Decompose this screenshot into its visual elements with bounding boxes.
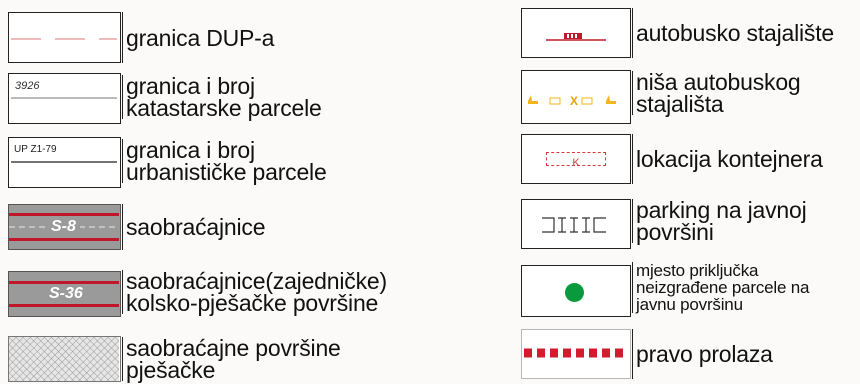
parcel-boundary-line	[11, 97, 117, 99]
legend-swatch-prikljucak	[521, 265, 631, 317]
pedestrian-hatch-pattern	[9, 337, 119, 381]
road-label: S-8	[47, 218, 80, 236]
legend-swatch-nisa-stajalista: X	[521, 70, 631, 124]
legend-swatch-katastarska-parcela: 3926	[8, 73, 121, 124]
legend-label-autobusko-stajaliste: autobusko stajalište	[632, 8, 834, 58]
green-dot-icon	[565, 283, 584, 302]
parking-spaces-icon	[542, 217, 606, 233]
bus-stop-icon	[546, 33, 606, 41]
legend-swatch-pjesacke-povrsine	[8, 336, 121, 382]
legend-swatch-autobusko-stajaliste	[521, 8, 631, 58]
legend-label-pjesacke-povrsine: saobraćajne površine pješačke	[122, 337, 341, 382]
legend-label-prikljucak: mjesto priključka neizgrađene parcele na…	[632, 262, 809, 313]
legend-label-nisa-stajalista: niša autobuskog stajališta	[632, 71, 801, 116]
legend-label-saobracajnice-zajednicke: saobraćajnice(zajedničke) kolsko-pješačk…	[122, 270, 387, 315]
legend-swatch-saobracajnice: S-8	[8, 204, 121, 250]
svg-text:X: X	[570, 94, 578, 108]
road-label: S-36	[45, 285, 87, 303]
legend-swatch-parking	[521, 199, 631, 249]
legend-label-kontejneri: lokacija kontejnera	[632, 134, 823, 184]
right-of-way-line	[524, 348, 627, 358]
bus-niche-icon: X	[528, 94, 616, 108]
container-label: K	[572, 157, 580, 169]
legend-label-katastarska-parcela: granica i broj katastarske parcele	[122, 75, 322, 120]
legend-swatch-pravo-prolaza	[521, 329, 631, 379]
legend-label-urbanisticka-parcela: granica i broj urbanističke parcele	[122, 139, 327, 184]
legend-label-saobracajnice: saobraćajnice	[122, 204, 266, 250]
legend-label-granica-dup: granica DUP-a	[122, 12, 274, 63]
legend-label-pravo-prolaza: pravo prolaza	[632, 329, 773, 379]
parcel-number: 3926	[15, 80, 40, 92]
parcel-number: UP Z1-79	[14, 144, 57, 155]
dashed-boundary-line	[11, 38, 117, 40]
parcel-boundary-line	[11, 161, 117, 163]
legend-swatch-saobracajnice-zajednicke: S-36	[8, 271, 121, 317]
legend-swatch-granica-dup	[8, 12, 121, 63]
container-box: K	[546, 152, 606, 169]
legend-label-parking: parking na javnoj površini	[632, 199, 807, 244]
legend-swatch-urbanisticka-parcela: UP Z1-79	[8, 137, 121, 188]
legend-swatch-kontejneri: K	[521, 134, 631, 184]
